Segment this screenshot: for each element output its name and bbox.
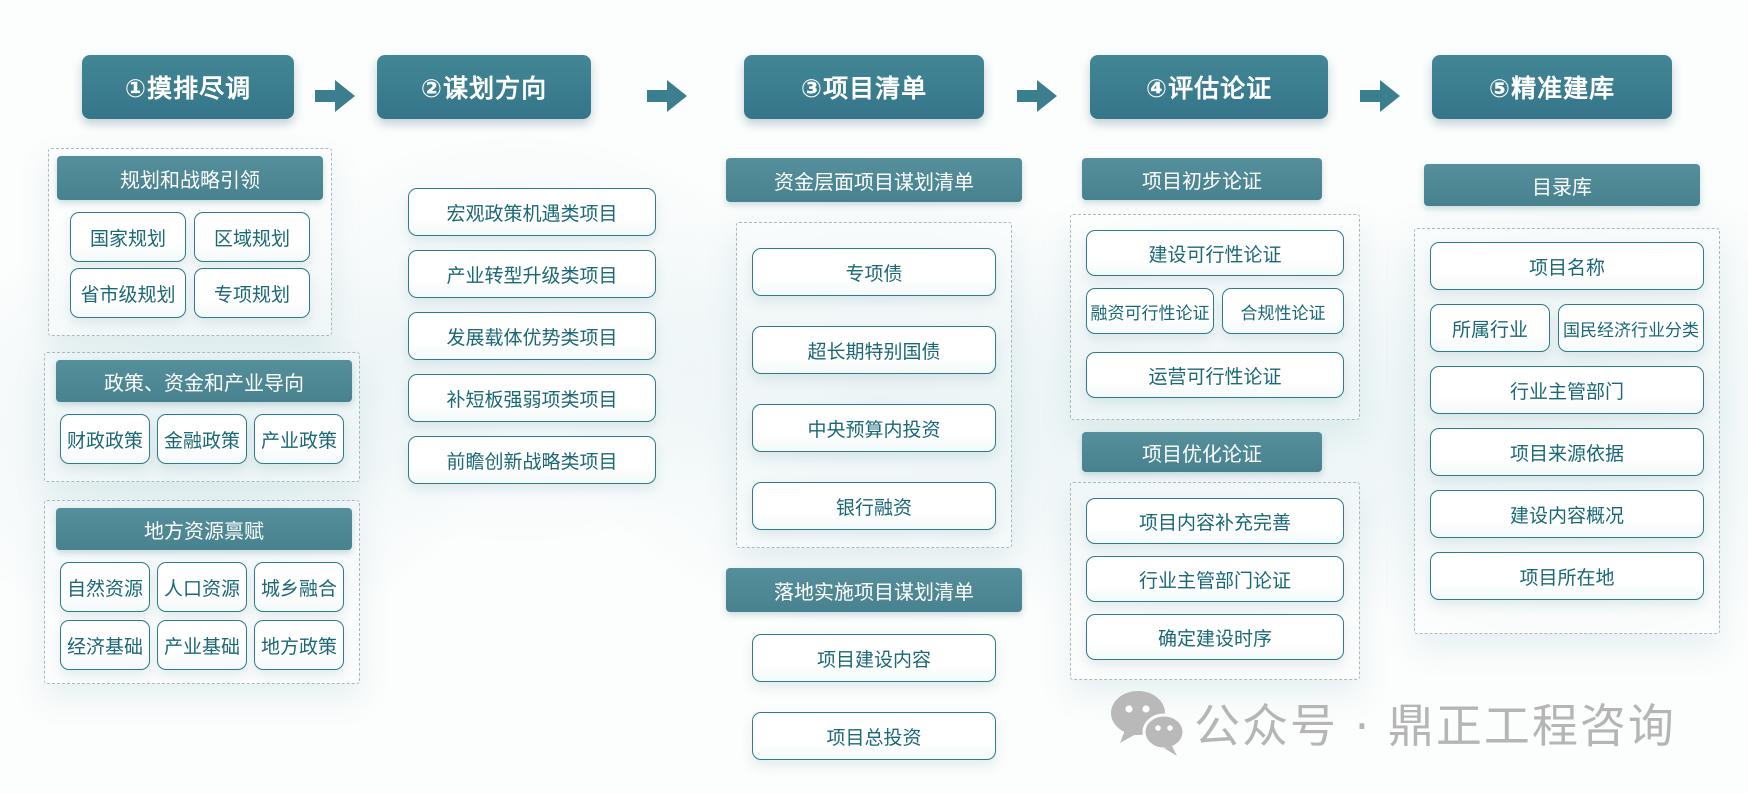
- flow-box: 产业政策: [254, 414, 344, 464]
- flow-box: 自然资源: [60, 562, 150, 612]
- flow-box: 运营可行性论证: [1086, 352, 1344, 398]
- flow-box: 城乡融合: [254, 562, 344, 612]
- flow-box: 项目内容补充完善: [1086, 498, 1344, 544]
- step-header-4: ④评估论证: [1090, 55, 1328, 119]
- step-header-5: ⑤精准建库: [1432, 55, 1672, 119]
- flow-box: 行业主管部门: [1430, 366, 1704, 414]
- group-funding-list: [736, 222, 1012, 548]
- flow-box: 财政政策: [60, 414, 150, 464]
- flow-box: 行业主管部门论证: [1086, 556, 1344, 602]
- arrow-right-icon: [315, 80, 355, 112]
- flow-box: 国民经济行业分类: [1558, 304, 1704, 352]
- group-header-bar: 地方资源禀赋: [56, 508, 352, 550]
- flow-box: 产业转型升级类项目: [408, 250, 656, 298]
- flow-box: 国家规划: [70, 212, 186, 262]
- flow-box: 省市级规划: [70, 268, 186, 318]
- group-header-bar: 资金层面项目谋划清单: [726, 158, 1022, 202]
- flow-box: 区域规划: [194, 212, 310, 262]
- flow-box: 建设可行性论证: [1086, 230, 1344, 276]
- flow-box: 经济基础: [60, 620, 150, 670]
- flow-box: 项目名称: [1430, 242, 1704, 290]
- watermark-text: 公众号 · 鼎正工程咨询: [1194, 699, 1676, 753]
- group-policy-funding: [44, 352, 360, 482]
- flow-box: 项目建设内容: [752, 634, 996, 682]
- wechat-icon: [1111, 691, 1186, 756]
- flow-box: 合规性论证: [1222, 288, 1344, 334]
- step-header-1: ①摸排尽调: [82, 55, 294, 119]
- group-header-bar: 政策、资金和产业导向: [56, 360, 352, 402]
- step-header-3: ③项目清单: [744, 55, 984, 119]
- flow-box: 宏观政策机遇类项目: [408, 188, 656, 236]
- flow-box: 中央预算内投资: [752, 404, 996, 452]
- flow-box: 地方政策: [254, 620, 344, 670]
- flow-box: 专项债: [752, 248, 996, 296]
- flow-box: 所属行业: [1430, 304, 1550, 352]
- arrow-right-icon: [1017, 80, 1057, 112]
- flow-box: 人口资源: [157, 562, 247, 612]
- group-header-bar: 落地实施项目谋划清单: [726, 568, 1022, 612]
- flow-box: 专项规划: [194, 268, 310, 318]
- group-planning-guidance: [48, 148, 332, 336]
- flow-box: 融资可行性论证: [1086, 288, 1214, 334]
- flow-box: 项目来源依据: [1430, 428, 1704, 476]
- group-local-resources: [44, 500, 360, 684]
- group-header-bar: 项目初步论证: [1082, 158, 1322, 200]
- flow-box: 建设内容概况: [1430, 490, 1704, 538]
- flow-box: 补短板强弱项类项目: [408, 374, 656, 422]
- flow-box: 项目总投资: [752, 712, 996, 760]
- arrow-right-icon: [647, 80, 687, 112]
- group-header-bar: 目录库: [1424, 164, 1700, 206]
- group-preliminary-review: [1070, 214, 1360, 420]
- flow-box: 发展载体优势类项目: [408, 312, 656, 360]
- flow-box: 银行融资: [752, 482, 996, 530]
- group-header-bar: 规划和战略引领: [57, 156, 323, 200]
- step-header-2: ②谋划方向: [377, 55, 591, 119]
- flow-box: 超长期特别国债: [752, 326, 996, 374]
- group-catalog-library: [1414, 228, 1720, 634]
- group-optimization-review: [1070, 482, 1360, 680]
- flow-box: 产业基础: [157, 620, 247, 670]
- arrow-right-icon: [1360, 80, 1400, 112]
- flow-box: 项目所在地: [1430, 552, 1704, 600]
- flow-box: 金融政策: [157, 414, 247, 464]
- flow-box: 确定建设时序: [1086, 614, 1344, 660]
- group-header-bar: 项目优化论证: [1082, 432, 1322, 472]
- flow-box: 前瞻创新战略类项目: [408, 436, 656, 484]
